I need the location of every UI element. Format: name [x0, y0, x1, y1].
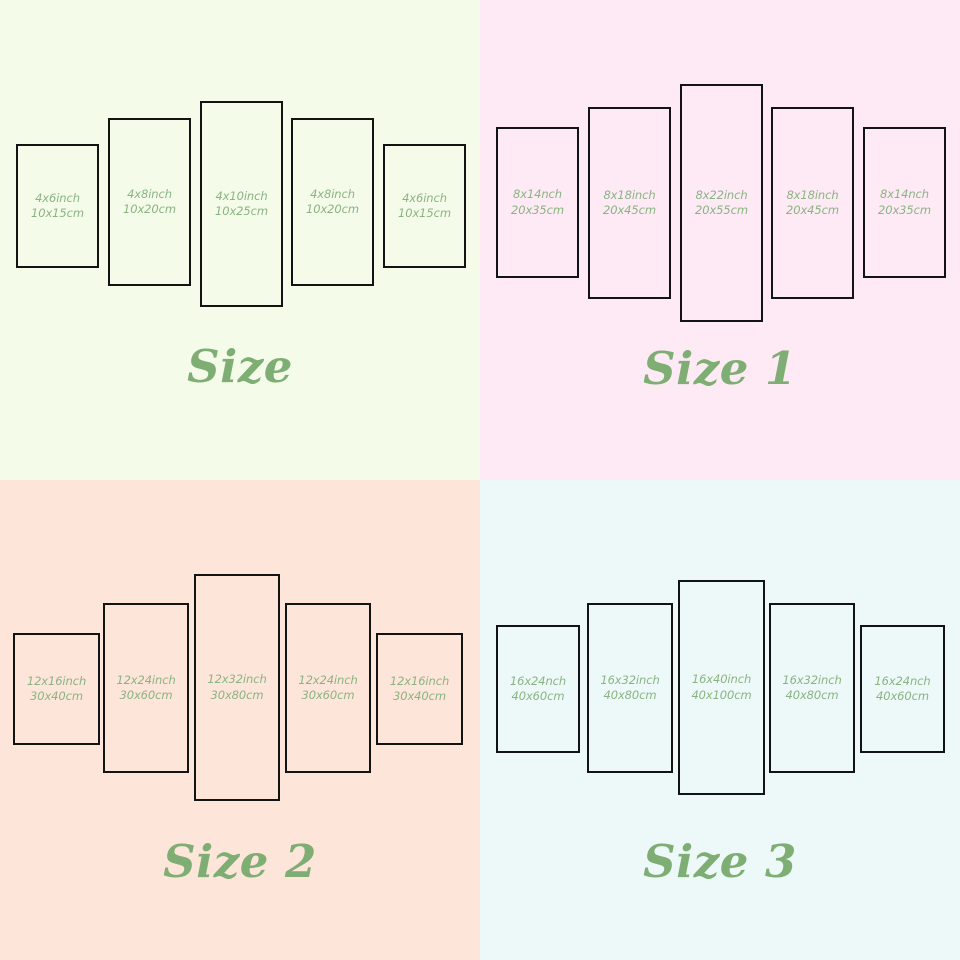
size-inches: 16x40inch	[691, 672, 752, 687]
size-inches: 4x6inch	[35, 190, 80, 205]
size-inches: 4x10inch	[215, 188, 268, 203]
size-inches: 8x18inch	[786, 187, 839, 202]
title-size: Size	[187, 340, 293, 393]
size-centimeters: 40x80cm	[603, 688, 657, 702]
size-centimeters: 30x60cm	[301, 688, 355, 702]
size-inches: 8x22inch	[695, 187, 748, 202]
size-centimeters: 20x35cm	[878, 202, 931, 217]
size-inches: 12x24inch	[116, 672, 176, 687]
size-centimeters: 30x80cm	[210, 687, 264, 702]
size-inches: 4x8inch	[127, 186, 172, 201]
size-centimeters: 30x40cm	[393, 689, 446, 703]
size-inches: 16x24nch	[509, 673, 567, 688]
size-inches: 16x32inch	[782, 672, 842, 687]
size-centimeters: 40x60cm	[876, 689, 929, 703]
size-centimeters: 30x60cm	[119, 688, 173, 702]
title-size-2: Size 2	[163, 835, 317, 888]
size-inches: 12x32inch	[207, 672, 267, 687]
size-centimeters: 30x40cm	[30, 689, 83, 703]
title-size-1: Size 1	[643, 342, 797, 395]
size-centimeters: 10x20cm	[306, 202, 359, 216]
size-centimeters: 10x15cm	[398, 206, 451, 220]
size-centimeters: 20x35cm	[511, 202, 564, 217]
size-inches: 16x32inch	[600, 672, 660, 687]
size-centimeters: 10x20cm	[123, 202, 176, 216]
size-inches: 4x6inch	[402, 190, 447, 205]
size-centimeters: 40x60cm	[511, 689, 565, 703]
size-centimeters: 20x45cm	[786, 203, 839, 217]
size-inches: 4x8inch	[310, 186, 355, 201]
size-inches: 16x24nch	[874, 673, 931, 688]
size-inches: 8x14nch	[513, 187, 562, 202]
size-centimeters: 10x25cm	[215, 204, 268, 218]
size-centimeters: 10x15cm	[31, 206, 84, 220]
size-inches: 12x16inch	[389, 673, 450, 688]
size-centimeters: 20x45cm	[603, 203, 656, 217]
size-inches: 8x18inch	[603, 187, 656, 202]
size-inches: 12x24inch	[298, 672, 358, 687]
size-inches: 12x16inch	[26, 673, 87, 688]
size-centimeters: 40x80cm	[785, 688, 839, 702]
size-centimeters: 20x55cm	[695, 203, 748, 217]
size-inches: 8x14nch	[880, 187, 929, 202]
title-size-3: Size 3	[643, 835, 797, 888]
size-centimeters: 40x100cm	[691, 687, 752, 702]
